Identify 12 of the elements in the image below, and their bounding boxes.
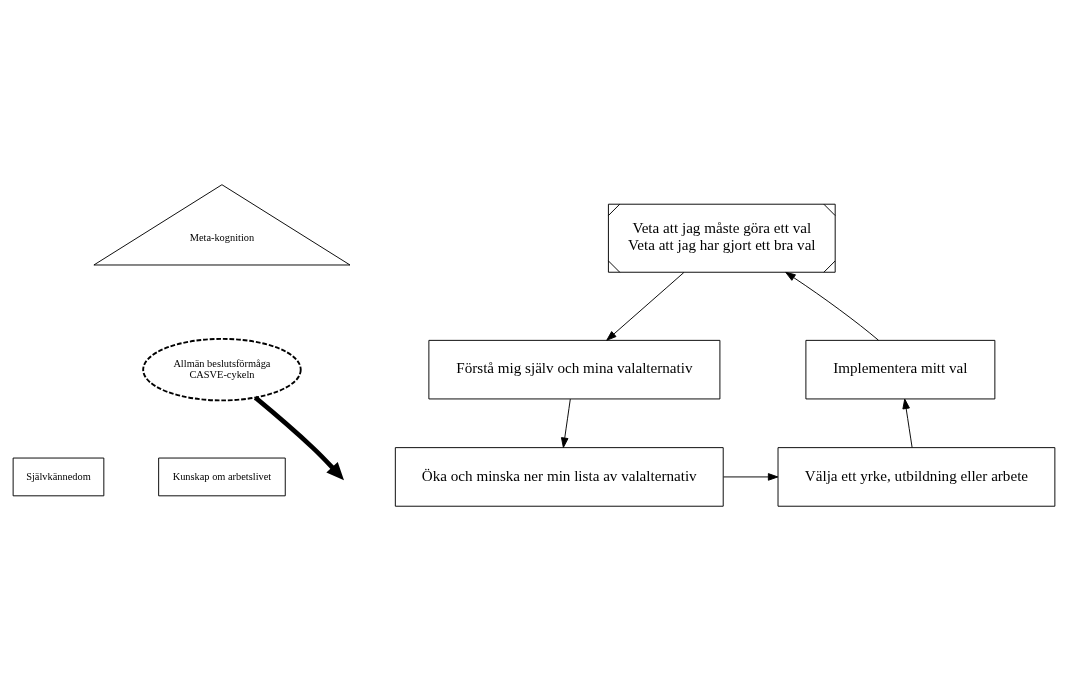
- arrow: [902, 398, 913, 448]
- arrow: [606, 271, 685, 341]
- node-box: Kunskap om arbetslivet: [158, 457, 286, 496]
- node-box: Självkännedom: [12, 457, 105, 496]
- node-box: Förstå mig själv och mina valalternativ: [428, 339, 721, 399]
- arrow: [785, 271, 879, 341]
- node-box: Öka och minska ner min lista av valalternativ: [394, 446, 724, 507]
- arrow: [560, 398, 571, 448]
- node-box: Implementera mitt val: [805, 339, 996, 399]
- node-ellipse: Allmän beslutsförmåga CASVE-cykeln: [142, 337, 302, 401]
- node-box: Välja ett yrke, utbildning eller arbete: [777, 446, 1056, 507]
- arrow: [723, 472, 779, 481]
